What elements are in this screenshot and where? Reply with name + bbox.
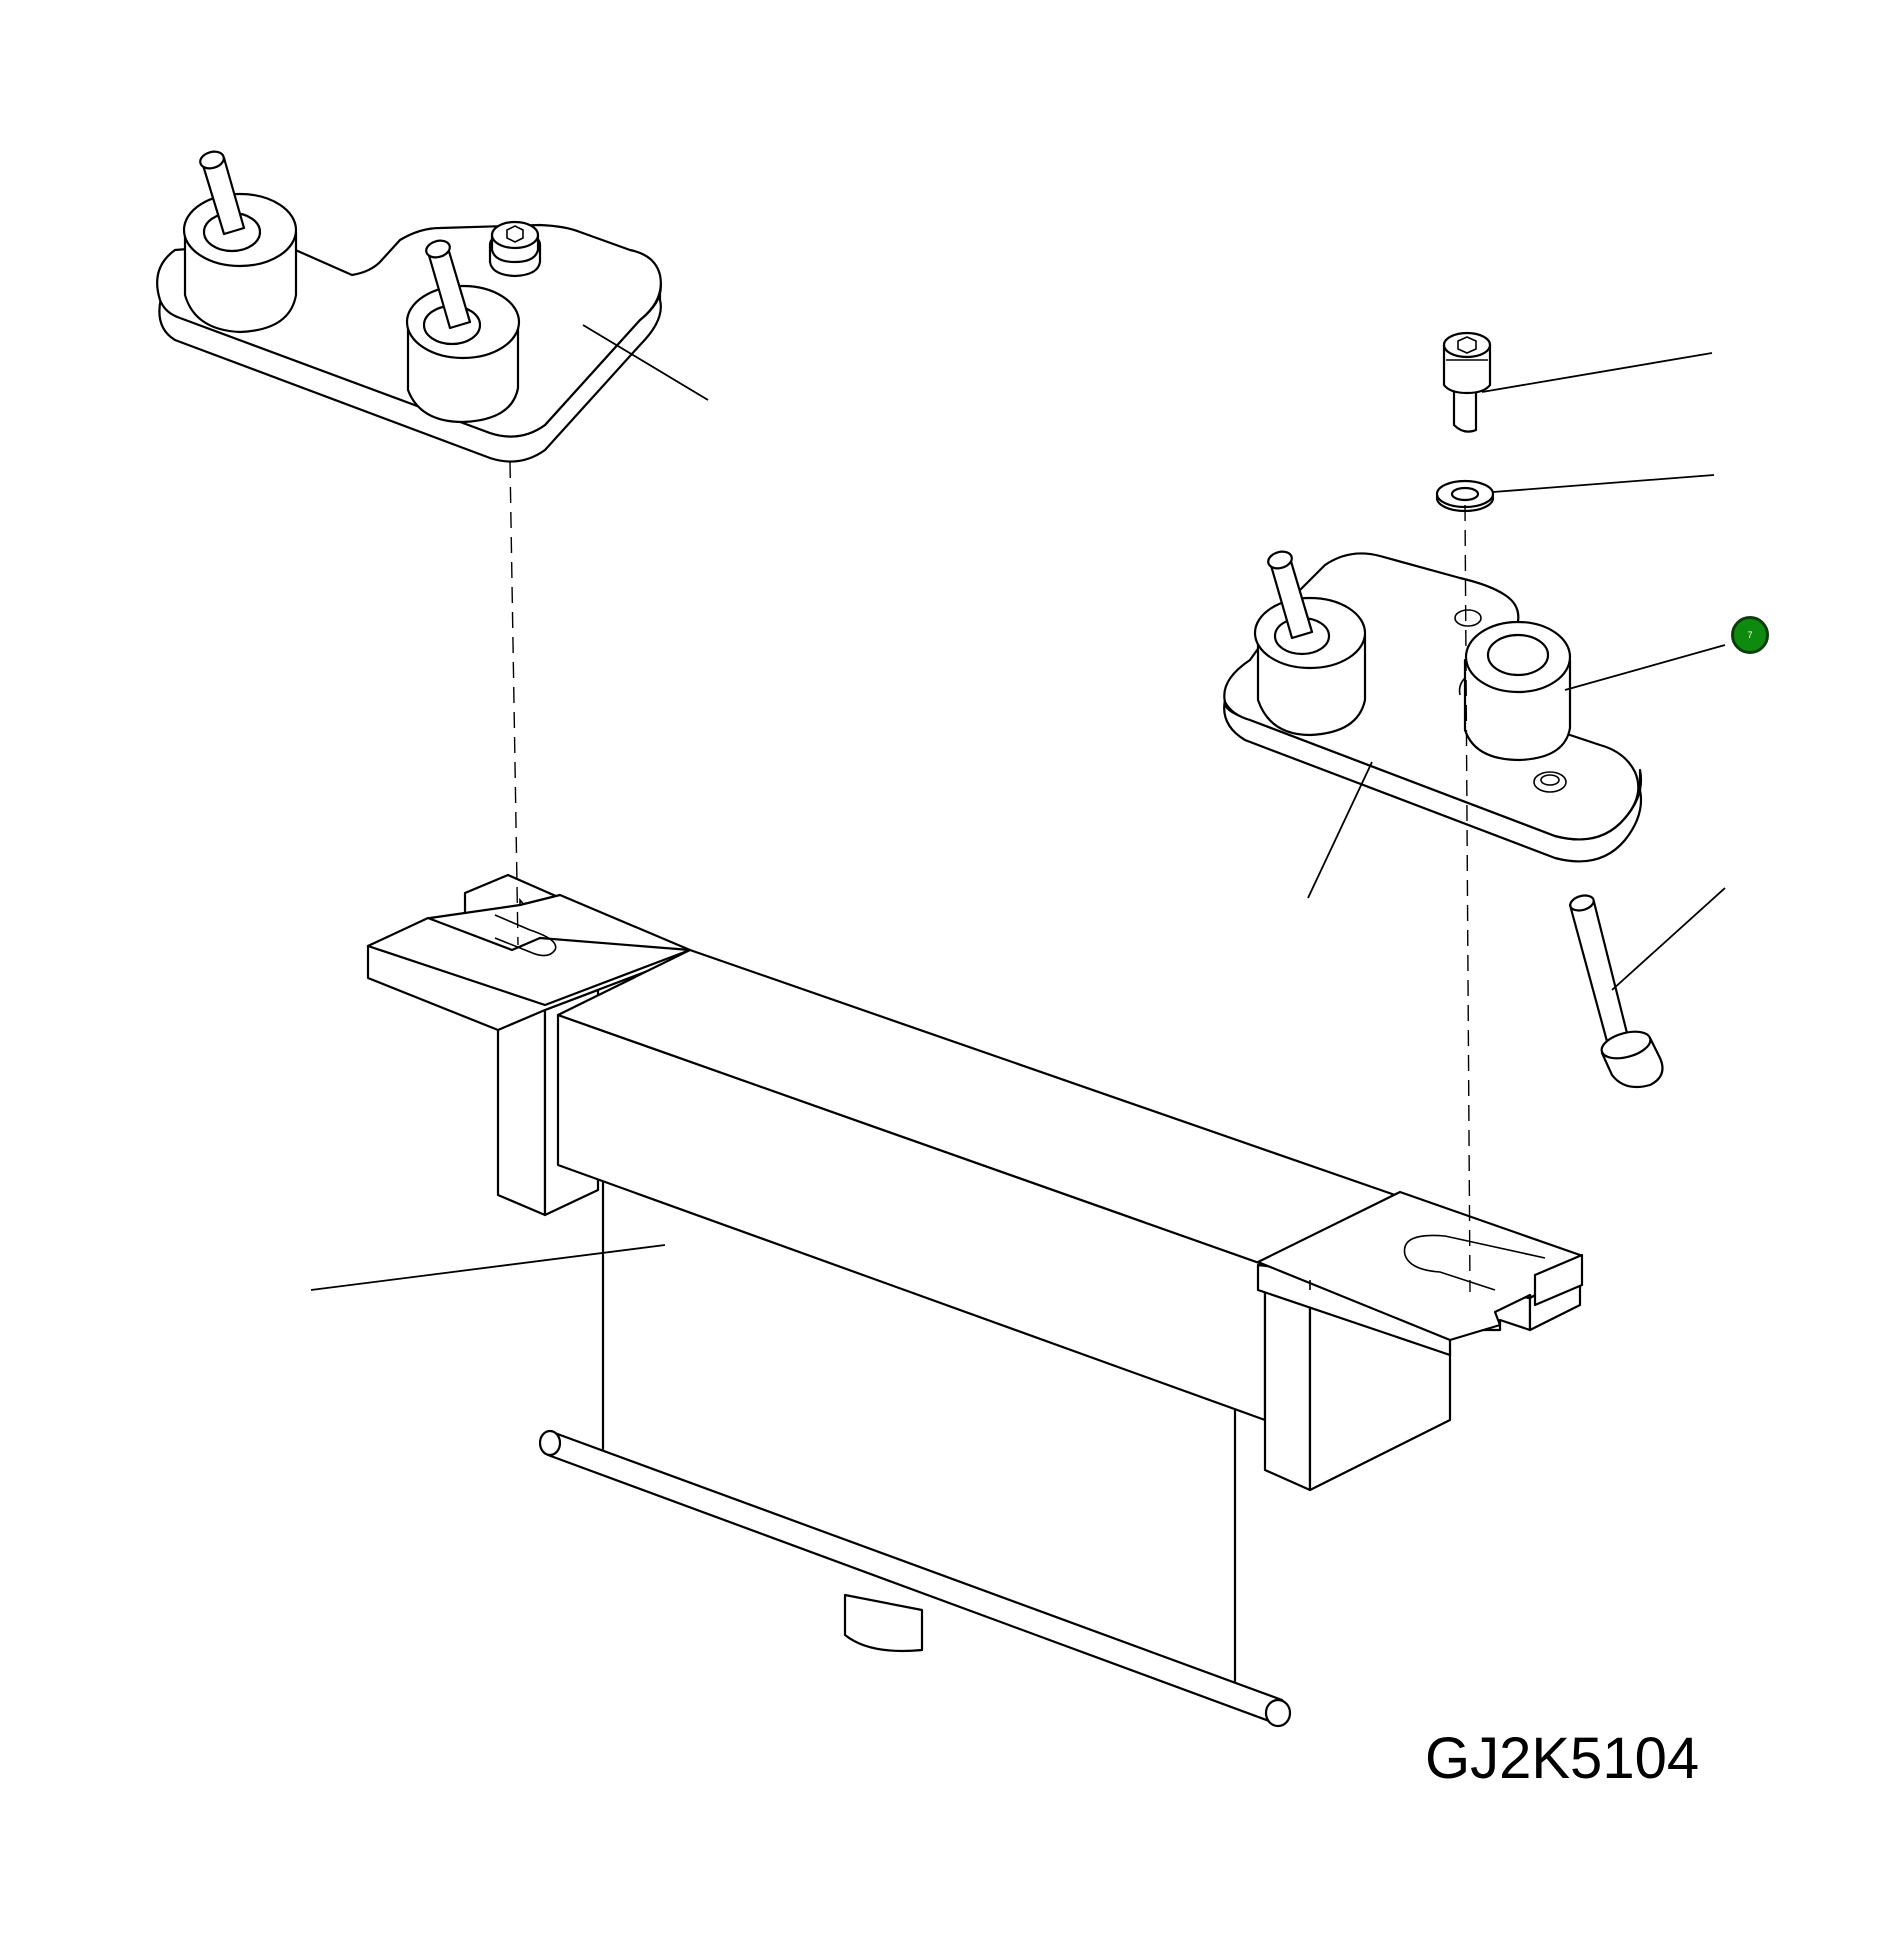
callout-hotspot-7[interactable]: 7 [1731,616,1769,654]
axle-rod [538,1429,1292,1728]
center-line-right [1464,504,1471,1293]
washer [1435,474,1715,513]
long-cap-screw [1568,887,1726,1089]
crossbar-frame [310,873,1584,1700]
right-bracket-plate [1223,550,1643,899]
left-boss-2 [405,239,521,424]
center-line-left [509,461,519,946]
drawing-number: GJ2K5104 [1425,1726,1700,1791]
cap-screw [1442,331,1713,433]
right-boss [1253,550,1367,737]
left-boss-1 [182,150,298,334]
spacer-bushing [1458,620,1726,762]
socket-screw-on-left-plate [488,220,542,278]
left-bracket-plate [156,150,709,463]
